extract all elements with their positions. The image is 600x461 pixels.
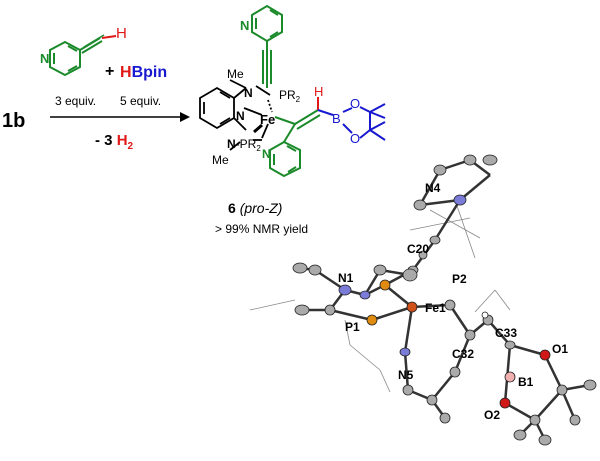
h2-loss: - 3 H2 <box>95 132 134 152</box>
bpin-b: B <box>332 111 341 126</box>
n-bottom: N-PR2 <box>227 137 261 153</box>
reagent-alkyne-h: H <box>116 25 127 42</box>
xray-label-fe1: Fe1 <box>425 301 446 315</box>
yield-text: > 99% NMR yield <box>215 222 308 236</box>
xray-label-n4: N4 <box>425 181 441 195</box>
reagent-hbpin: HBpin <box>120 64 167 81</box>
xray-label-c32: C32 <box>452 347 474 361</box>
xray-wireframe <box>249 199 511 393</box>
xray-label-c20: C20 <box>407 242 429 256</box>
ethynylpyridine-reagent <box>49 34 117 77</box>
xray-label-p1: P1 <box>345 320 360 334</box>
vinyl-pyridine-n: N <box>262 147 271 161</box>
reagent-plus: + <box>105 63 114 80</box>
xray-label-p2: P2 <box>452 272 467 286</box>
reagent-pyridine-n: N <box>40 51 49 66</box>
xray-label-b1: B1 <box>518 375 534 389</box>
product-label: 6 (pro-Z) <box>228 200 282 216</box>
n-top: N <box>244 86 253 100</box>
equiv-alkyne: 3 equiv. <box>55 94 96 108</box>
n-pyridine-center: N <box>236 109 245 123</box>
bpin-group <box>317 103 386 141</box>
pr2-top: PR2 <box>279 88 301 104</box>
product-alkynyl-pyridine-n: N <box>240 18 249 33</box>
xray-structure <box>249 154 597 446</box>
start-compound-label: 1b <box>2 110 25 132</box>
xray-label-c33: C33 <box>495 326 517 340</box>
xray-label-n1: N1 <box>338 271 354 285</box>
me-top: Me <box>227 67 244 81</box>
product-alkynyl-pyridine <box>251 4 283 88</box>
reaction-arrow <box>50 112 190 122</box>
pincer-backbone <box>199 79 273 151</box>
bpin-o-bottom: O <box>350 131 360 146</box>
xray-label-n5: N5 <box>398 368 414 382</box>
bpin-o-top: O <box>350 96 360 111</box>
vinyl-pyridine <box>269 109 321 178</box>
equiv-hbpin: 5 equiv. <box>120 94 161 108</box>
me-bottom: Me <box>212 153 229 167</box>
fe-center: Fe <box>260 112 275 127</box>
xray-label-o2: O2 <box>484 408 500 422</box>
vinyl-h: H <box>314 84 323 99</box>
xray-label-o1: O1 <box>552 342 568 356</box>
